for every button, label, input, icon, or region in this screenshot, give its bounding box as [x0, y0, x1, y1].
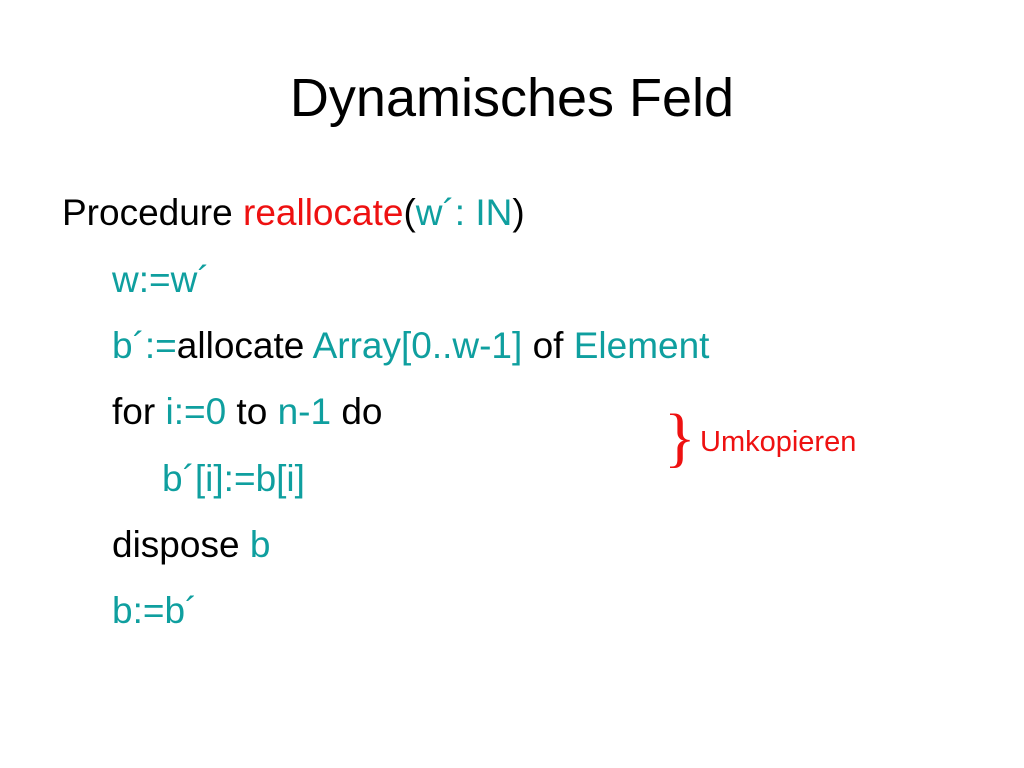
keyword-of: of — [522, 325, 574, 366]
code-line-allocate: b´:=allocate Array[0..w-1] of Element — [112, 323, 709, 369]
element-type: Element — [573, 325, 710, 366]
slide-title: Dynamisches Feld — [289, 68, 735, 128]
procedure-name: reallocate — [243, 192, 404, 233]
assign-b-prime: b´:= — [112, 325, 177, 366]
curly-brace-icon: } — [664, 401, 696, 474]
keyword-to: to — [226, 391, 278, 432]
code-line-procedure: Procedure reallocate(w´: IN) — [62, 190, 525, 236]
copy-statement: b´[i]:=b[i] — [162, 458, 305, 499]
code-line-assign-b: b:=b´ — [112, 588, 197, 634]
dispose-target: b — [249, 524, 271, 565]
close-paren: ) — [512, 192, 525, 233]
keyword-allocate: allocate — [176, 325, 313, 366]
code-line-assign-w: w:=w´ — [112, 257, 210, 303]
parameter: w´: IN — [415, 192, 513, 233]
annotation-label: Umkopieren — [700, 426, 857, 458]
array-type: Array[0..w-1] — [312, 325, 523, 366]
keyword-for: for — [112, 391, 166, 432]
keyword-do: do — [331, 391, 383, 432]
code-line-dispose: dispose b — [112, 522, 270, 568]
code-line-for: for i:=0 to n-1 do — [112, 389, 383, 435]
open-paren: ( — [403, 192, 416, 233]
code-line-copy: b´[i]:=b[i] — [162, 456, 305, 502]
assign-w: w:=w´ — [112, 259, 210, 300]
assign-b: b:=b´ — [112, 590, 198, 631]
keyword-procedure: Procedure — [62, 192, 243, 233]
loop-start: i:=0 — [165, 391, 227, 432]
keyword-dispose: dispose — [112, 524, 250, 565]
loop-end: n-1 — [277, 391, 332, 432]
